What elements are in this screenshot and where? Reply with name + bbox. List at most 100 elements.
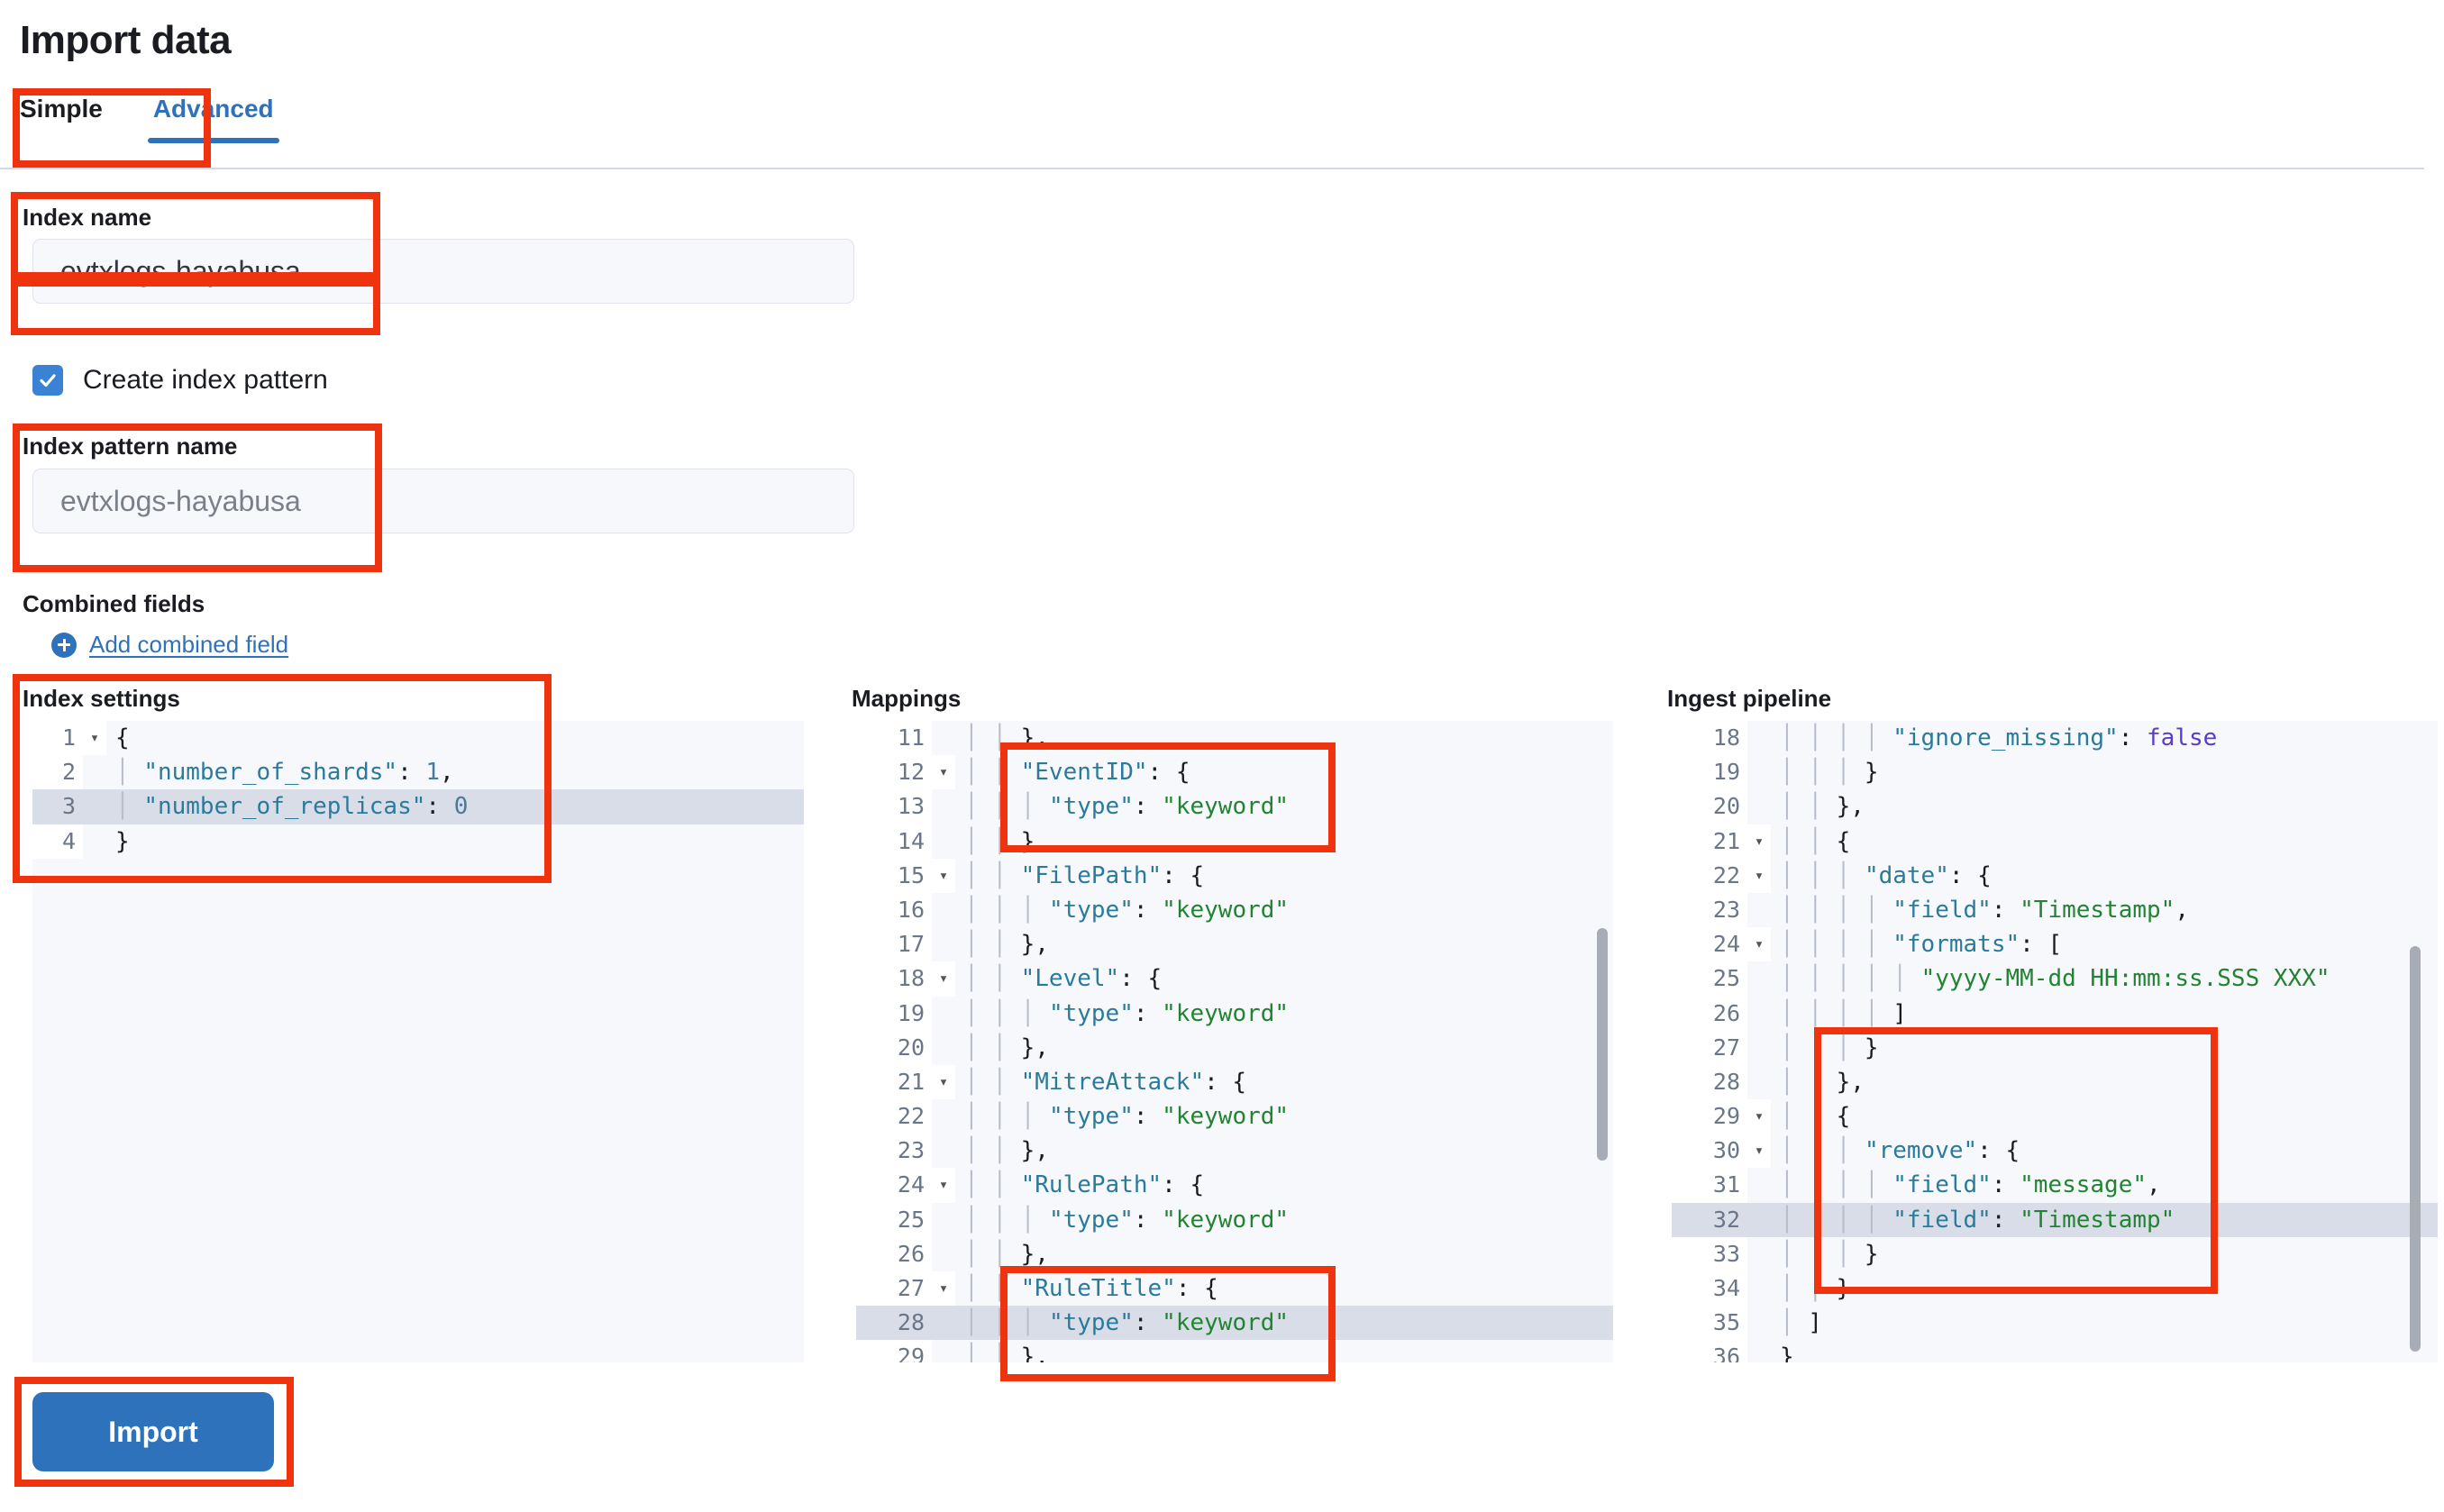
fold-caret-icon[interactable]: ▾ (1747, 1099, 1771, 1134)
line-number: 25 (856, 1202, 932, 1237)
line-number: 2 (32, 755, 83, 790)
line-number: 3 (32, 789, 83, 824)
mappings-scrollbar[interactable] (1597, 928, 1608, 1161)
code-text: │ "number_of_replicas": 0 (115, 793, 469, 821)
line-number: 34 (1672, 1271, 1747, 1307)
line-number: 28 (1672, 1064, 1747, 1100)
code-text: │ │ │ "date": { (1780, 861, 1992, 889)
code-text: │ │ │ │ "field": "message", (1780, 1171, 2161, 1199)
code-text: │ │ "RuleTitle": { (964, 1275, 1218, 1302)
line-number: 23 (856, 1134, 932, 1169)
code-line: 18│ │ │ │ "ignore_missing": false (1672, 721, 2438, 756)
fold-caret-icon[interactable]: ▾ (1747, 824, 1771, 859)
code-text: │ │ │ "type": "keyword" (964, 793, 1290, 821)
code-text: │ │ }, (964, 724, 1049, 751)
code-text: │ │ }, (1780, 793, 1865, 821)
code-text: │ │ │ "type": "keyword" (964, 999, 1290, 1027)
line-number: 12 (856, 755, 932, 790)
code-line: 29│ │ }, (856, 1340, 1613, 1362)
index-settings-title: Index settings (23, 685, 180, 712)
code-line: 28│ │ │ "type": "keyword" (856, 1306, 1613, 1341)
code-line: 19│ │ │ } (1672, 755, 2438, 790)
add-combined-field-button[interactable]: Add combined field (51, 631, 288, 659)
code-text: │ │ } (1780, 1275, 1851, 1302)
line-number: 16 (856, 892, 932, 928)
code-text: │ │ │ "type": "keyword" (964, 896, 1290, 924)
line-number: 25 (1672, 961, 1747, 997)
line-number: 14 (856, 824, 932, 859)
code-text: │ │ │ "type": "keyword" (964, 1206, 1290, 1234)
line-number: 28 (856, 1306, 932, 1341)
code-line: 23 │ │ }, (856, 1134, 1613, 1169)
index-settings-editor[interactable]: 1▾{2│ "number_of_shards": 1,3│ "number_o… (32, 721, 804, 1362)
line-number: 15 (856, 858, 932, 893)
code-line: 29▾│ │ { (1672, 1099, 2438, 1134)
fold-caret-icon[interactable]: ▾ (1747, 1134, 1771, 1169)
tab-simple[interactable]: Simple (20, 95, 103, 123)
fold-caret-icon[interactable]: ▾ (932, 961, 955, 997)
create-index-pattern-label: Create index pattern (83, 365, 328, 395)
index-pattern-name-input[interactable] (32, 469, 854, 533)
code-text: │ │ }, (964, 1137, 1049, 1165)
ingest-pipeline-title: Ingest pipeline (1667, 685, 1832, 712)
line-number: 29 (1672, 1099, 1747, 1134)
import-button[interactable]: Import (32, 1392, 274, 1471)
line-number: 27 (1672, 1030, 1747, 1065)
index-pattern-name-label: Index pattern name (23, 433, 238, 460)
line-number: 17 (856, 927, 932, 962)
code-line: 16 │ │ │ "type": "keyword" (856, 892, 1613, 928)
fold-caret-icon[interactable]: ▾ (932, 1064, 955, 1100)
code-text: │ │ │ │ "field": "Timestamp", (1780, 896, 2189, 924)
line-number: 22 (1672, 858, 1747, 893)
line-number: 24 (856, 1168, 932, 1203)
line-number: 26 (856, 1236, 932, 1272)
mappings-editor[interactable]: 11│ │ },12▾│ │ "EventID": {13│ │ │ "type… (856, 721, 1613, 1362)
code-line: 22▾ │ │ │ "date": { (1672, 858, 2438, 893)
code-line: 32│ │ │ │ "field": "Timestamp" (1672, 1202, 2438, 1237)
line-number: 32 (1672, 1202, 1747, 1237)
code-line: 24▾│ │ │ │ "formats": [ (1672, 927, 2438, 962)
plus-circle-icon (51, 632, 77, 658)
code-line: 20│ │ }, (856, 1030, 1613, 1065)
code-text: │ │ │ │ ] (1780, 999, 1907, 1027)
line-number: 24 (1672, 927, 1747, 962)
code-line: 36} (1672, 1340, 2438, 1362)
line-number: 30 (1672, 1134, 1747, 1169)
ingest-pipeline-scrollbar[interactable] (2410, 946, 2421, 1352)
code-line: 27▾ │ │ "RuleTitle": { (856, 1271, 1613, 1307)
fold-caret-icon[interactable]: ▾ (932, 1271, 955, 1307)
tab-bar: Simple Advanced (20, 95, 305, 143)
index-name-input[interactable] (32, 239, 854, 304)
tab-divider (0, 168, 2424, 169)
fold-caret-icon[interactable]: ▾ (932, 858, 955, 893)
code-line: 25│ │ │ │ │ "yyyy-MM-dd HH:mm:ss.SSS XXX… (1672, 961, 2438, 997)
line-number: 20 (856, 1030, 932, 1065)
add-combined-field-label: Add combined field (89, 631, 289, 658)
tab-advanced[interactable]: Advanced (123, 95, 305, 143)
code-text: │ │ }, (1780, 1068, 1865, 1096)
code-line: 4} (32, 824, 804, 859)
fold-caret-icon[interactable]: ▾ (932, 1168, 955, 1203)
line-number: 27 (856, 1271, 932, 1307)
code-text: │ │ "MitreAttack": { (964, 1068, 1247, 1096)
fold-caret-icon[interactable]: ▾ (932, 755, 955, 790)
mappings-title: Mappings (852, 685, 962, 712)
create-index-pattern-checkbox[interactable]: Create index pattern (32, 365, 328, 396)
fold-caret-icon[interactable]: ▾ (83, 721, 106, 756)
code-line: 30▾│ │ │ "remove": { (1672, 1134, 2438, 1169)
code-text: } (115, 827, 130, 855)
fold-caret-icon[interactable]: ▾ (1747, 927, 1771, 962)
line-number: 1 (32, 721, 83, 756)
line-number: 11 (856, 721, 932, 756)
code-line: 11 │ │ }, (856, 721, 1613, 756)
code-line: 12▾│ │ "EventID": { (856, 755, 1613, 790)
code-line: 28 │ │ }, (1672, 1064, 2438, 1100)
code-text: │ │ │ } (1780, 1034, 1879, 1061)
line-number: 29 (856, 1340, 932, 1362)
fold-caret-icon[interactable]: ▾ (1747, 858, 1771, 893)
code-line: 25 │ │ │ "type": "keyword" (856, 1202, 1613, 1237)
code-text: │ │ "Level": { (964, 965, 1163, 993)
code-text: │ │ "RulePath": { (964, 1171, 1205, 1199)
code-line: 19│ │ │ "type": "keyword" (856, 996, 1613, 1031)
